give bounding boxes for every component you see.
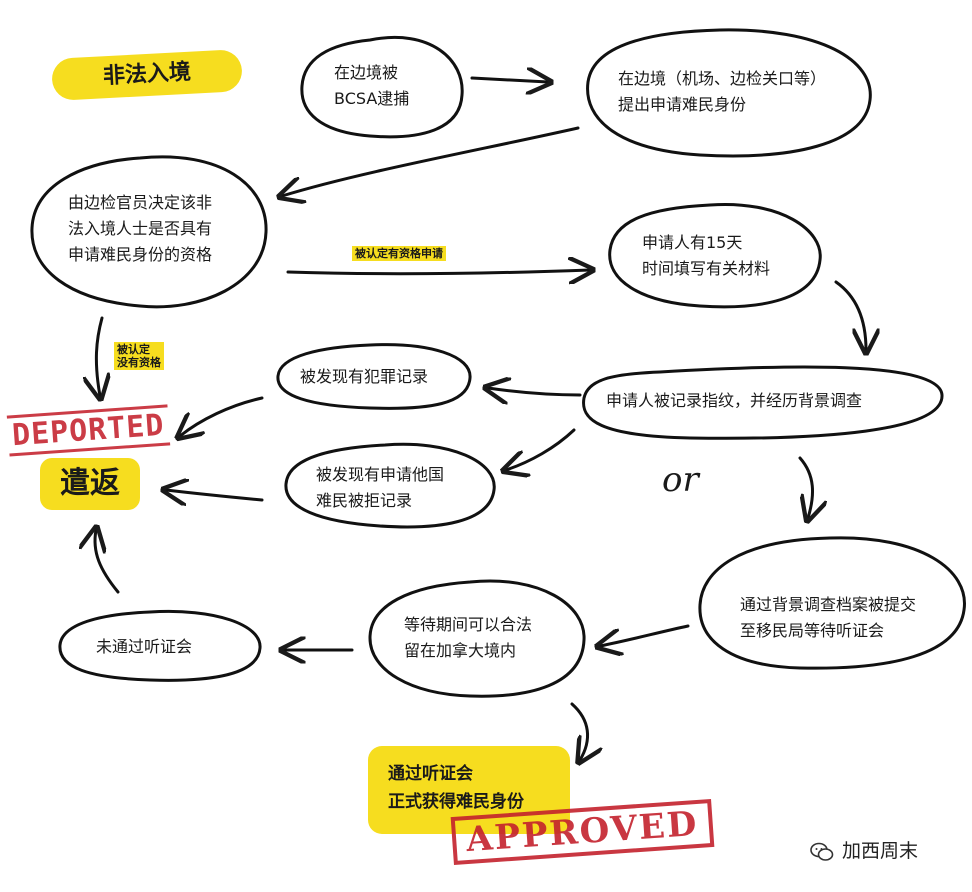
- watermark: 加西周末: [810, 836, 918, 863]
- arrow-fingerprint-to-criminal: [488, 388, 582, 395]
- node-arrested: 在边境被 BCSA逮捕: [334, 63, 410, 108]
- arrow-rejected-to-deported: [166, 490, 264, 500]
- node-fingerprint: 申请人被记录指纹，并经历背景调查: [606, 391, 863, 410]
- arrow-submitted-to-wait: [600, 624, 690, 646]
- node-outline-rejected: [284, 442, 496, 529]
- node-fifteen-days: 申请人有15天 时间填写有关材料: [642, 233, 771, 278]
- arrow-officer-to-fifteen: [286, 270, 590, 274]
- arrow-failed-to-deported: [95, 530, 120, 594]
- arrow-fingerprint-to-rejected: [506, 428, 576, 470]
- node-outline-apply: [586, 28, 872, 158]
- node-wait-legally: 等待期间可以合法 留在加拿大境内: [404, 615, 533, 660]
- node-rejected-elsewhere: 被发现有申请他国 难民被拒记录: [316, 465, 445, 510]
- node-outline-fingerprint: [582, 365, 944, 440]
- approved-outcome: 通过听证会 正式获得难民身份: [368, 746, 570, 834]
- node-apply-at-border: 在边境（机场、边检关口等） 提出申请难民身份: [618, 69, 827, 114]
- arrow-wait-to-approved: [570, 702, 588, 760]
- node-outline-wait: [368, 579, 586, 698]
- node-outline-failed: [58, 609, 262, 682]
- node-outline-criminal: [276, 343, 472, 410]
- edge-label-not-eligible: 被认定 没有资格: [114, 342, 164, 370]
- arrow-arrested-to-apply: [470, 78, 548, 82]
- edge-label-eligible: 被认定有资格申请: [352, 246, 446, 261]
- arrow-apply-to-officer: [282, 126, 580, 196]
- node-outline-arrested: [300, 35, 464, 139]
- wechat-icon: [810, 842, 834, 861]
- node-outline-officer: [30, 155, 268, 309]
- node-criminal-record: 被发现有犯罪记录: [300, 367, 429, 386]
- arrow-fifteen-to-fingerprint: [834, 280, 866, 350]
- node-submitted: 通过背景调查档案被提交 至移民局等待听证会: [740, 595, 917, 640]
- node-outline-submitted: [698, 536, 966, 670]
- or-label: or: [662, 460, 699, 500]
- arrow-fingerprint-to-submitted: [798, 456, 813, 518]
- arrow-officer-to-deported: [96, 316, 102, 396]
- node-officer-decides: 由边检官员决定该非 法入境人士是否具有 申请难民身份的资格: [68, 193, 213, 264]
- node-failed-hearing: 未通过听证会: [96, 637, 193, 656]
- node-outline-fifteen: [608, 202, 822, 309]
- arrow-criminal-to-deported: [180, 396, 264, 436]
- watermark-text: 加西周末: [842, 840, 919, 862]
- deported-label: 遣返: [40, 458, 140, 510]
